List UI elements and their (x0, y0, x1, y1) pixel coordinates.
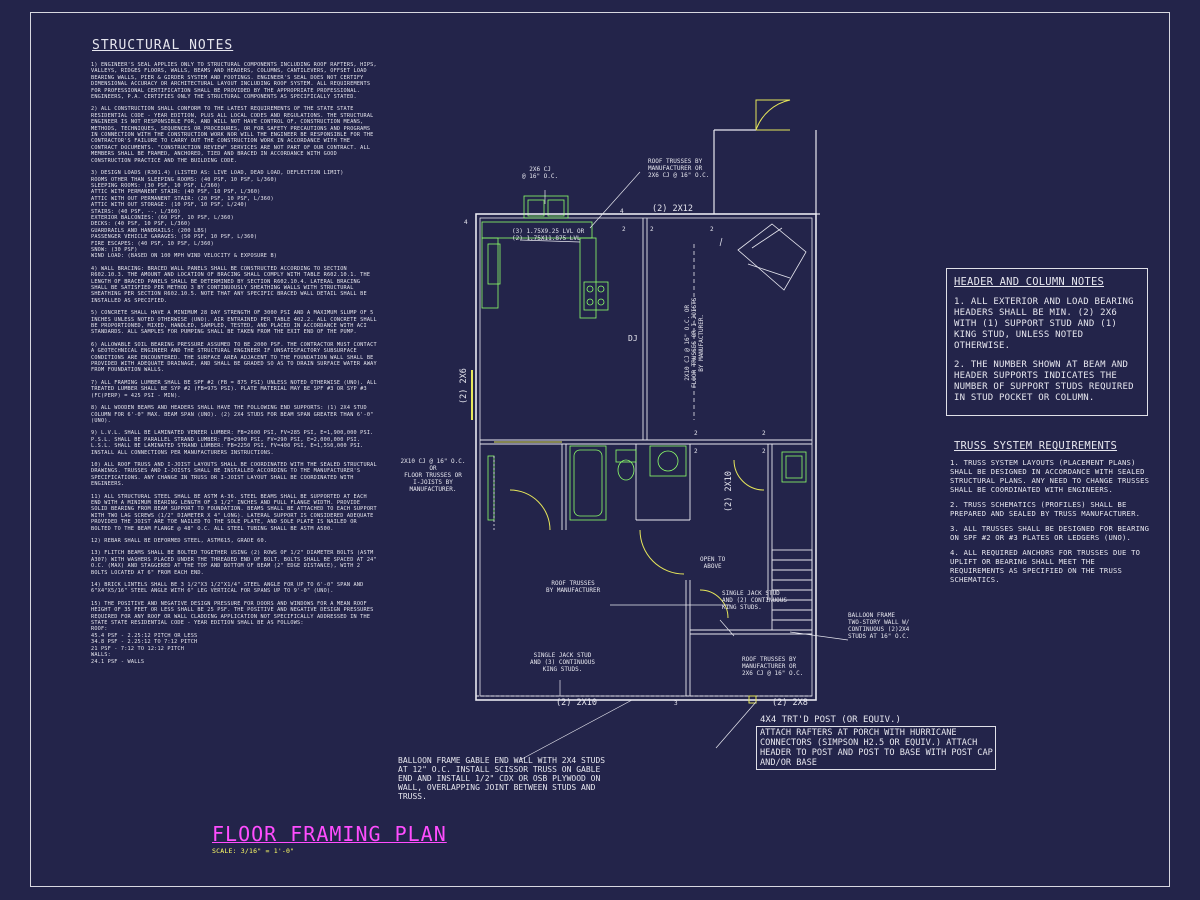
truss-note-1: 1. TRUSS SYSTEM LAYOUTS (PLACEMENT PLANS… (950, 458, 1150, 494)
drawing-border (30, 12, 1170, 887)
label-studs-3: 3 (674, 700, 678, 707)
header-column-notes-title: HEADER AND COLUMN NOTES (954, 276, 1104, 288)
note-12: 12) REBAR SHALL BE DEFORMED STEEL, ASTM6… (91, 538, 268, 544)
label-header-2x8-bottom: (2) 2x8 (772, 698, 808, 708)
interior-walls (480, 218, 813, 696)
note-4: 4) WALL BRACING: BRACED WALL PANELS SHAL… (91, 265, 374, 304)
headers-and-doors (471, 99, 812, 704)
exterior-walls (475, 129, 820, 701)
note-1: 1) ENGINEER'S SEAL APPLIES ONLY TO STRUC… (91, 62, 381, 101)
note-6: 6) ALLOWABLE SOIL BEARING PRESSURE ASSUM… (91, 341, 381, 374)
label-studs-2g: 2 (762, 448, 766, 455)
label-cj-2x10-left: 2X10 CJ @ 16" O.C. OR FLOOR TRUSSES OR I… (400, 458, 466, 493)
truss-note-2: 2. TRUSS SCHEMATICS (PROFILES) SHALL BE … (950, 500, 1141, 518)
label-studs-2c: 2 (710, 226, 714, 233)
leader-lines (519, 171, 849, 761)
label-cj-2x6: 2X6 CJ @ 16" O.C. (522, 166, 559, 180)
note-11: 11) ALL STRUCTURAL STEEL SHALL BE ASTM A… (91, 493, 381, 532)
truss-note-4: 4. ALL REQUIRED ANCHORS FOR TRUSSES DUE … (950, 548, 1141, 584)
note-13: 13) FLITCH BEAMS SHALL BE BOLTED TOGETHE… (91, 550, 381, 576)
label-header-2x10-mid: (2) 2X10 (724, 471, 734, 512)
label-lvl-beams: (3) 1.75x9.25 LVL OR (2) 1.75x11.875 LVL (512, 228, 585, 242)
label-floor-trusses-vertical: 2X10 CJ @ 16" O.C. OR FLOOR TRUSSES OR I… (684, 297, 705, 388)
label-single-jack-bottom: SINGLE JACK STUD AND (3) CONTINUOUS KING… (530, 652, 596, 673)
label-balloon-frame: BALLOON FRAME TWO-STORY WALL W/ CONTINUO… (848, 612, 910, 640)
callout-gable-end: BALLOON FRAME GABLE END WALL WITH 2x4 ST… (398, 756, 606, 801)
truss-requirements: 1. TRUSS SYSTEM LAYOUTS (PLACEMENT PLANS… (950, 458, 1150, 590)
label-header-2x10-bottom: (2) 2x10 (556, 698, 597, 708)
label-studs-4: 4 (464, 219, 468, 226)
note-10: 10) ALL ROOF TRUSS AND I-JOIST LAYOUTS S… (91, 461, 381, 488)
label-roof-trusses-top: ROOF TRUSSES BY MANUFACTURER OR 2X6 CJ @… (648, 158, 710, 179)
label-studs-2e: 2 (762, 430, 766, 437)
callout-post-text: ATTACH RAFTERS AT PORCH WITH HURRICANE C… (760, 728, 993, 768)
label-header-2x6: (2) 2x6 (459, 368, 469, 404)
label-roof-trusses-bottom: ROOF TRUSSES BY MANUFACTURER OR 2X6 CJ @… (742, 656, 804, 677)
truss-requirements-title: TRUSS SYSTEM REQUIREMENTS (954, 440, 1118, 452)
label-header-2x12: (2) 2x12 (652, 204, 693, 214)
drawing-scale: SCALE: 3/16" = 1'-0" (212, 847, 295, 855)
structural-notes-title: STRUCTURAL NOTES (92, 38, 234, 53)
label-studs-2b: 2 (650, 226, 654, 233)
label-dj: DJ (628, 334, 638, 343)
label-roof-trusses-mid: ROOF TRUSSES BY MANUFACTURER (546, 580, 601, 594)
header-column-notes-box (946, 268, 1148, 416)
note-15: 15) THE POSITIVE AND NEGATIVE DESIGN PRE… (91, 600, 374, 665)
callout-post-title: 4x4 TRT'D POST (OR EQUIV.) (760, 715, 901, 725)
header-note-1: 1. ALL EXTERIOR AND LOAD BEARING HEADERS… (954, 297, 1134, 351)
note-9: 9) L.V.L. SHALL BE LAMINATED VENEER LUMB… (91, 430, 377, 456)
header-note-2: 2. THE NUMBER SHOWN AT BEAM AND HEADER S… (954, 360, 1134, 403)
note-2: 2) ALL CONSTRUCTION SHALL CONFORM TO THE… (91, 106, 377, 164)
label-studs-4b: 4 (620, 208, 624, 215)
label-single-jack-top: SINGLE JACK STUD AND (2) CONTINUOUS KING… (722, 590, 788, 611)
label-studs-2d: 2 (694, 430, 698, 437)
callout-post-box (756, 726, 996, 770)
label-open-to-above: OPEN TO ABOVE (700, 556, 726, 570)
roof-structure (493, 223, 807, 530)
note-7: 7) ALL FRAMING LUMBER SHALL BE SPF #2 (F… (91, 379, 381, 399)
structural-notes: 1) ENGINEER'S SEAL APPLIES ONLY TO STRUC… (91, 62, 377, 671)
drawing-title: FLOOR FRAMING PLAN (212, 822, 447, 846)
note-14: 14) BRICK LINTELS SHALL BE 3 1/2"x3 1/2"… (91, 582, 367, 595)
truss-note-3: 3. ALL TRUSSES SHALL BE DESIGNED FOR BEA… (950, 524, 1150, 542)
note-8: 8) ALL WOODEN BEAMS AND HEADERS SHALL HA… (91, 405, 377, 424)
note-3: 3) DESIGN LOADS (R301.4) (LISTED AS: LIV… (91, 170, 344, 260)
label-studs-2f: 2 (694, 448, 698, 455)
label-studs-2a: 2 (622, 226, 626, 233)
note-5: 5) CONCRETE SHALL HAVE A MINIMUM 28 DAY … (91, 310, 381, 336)
